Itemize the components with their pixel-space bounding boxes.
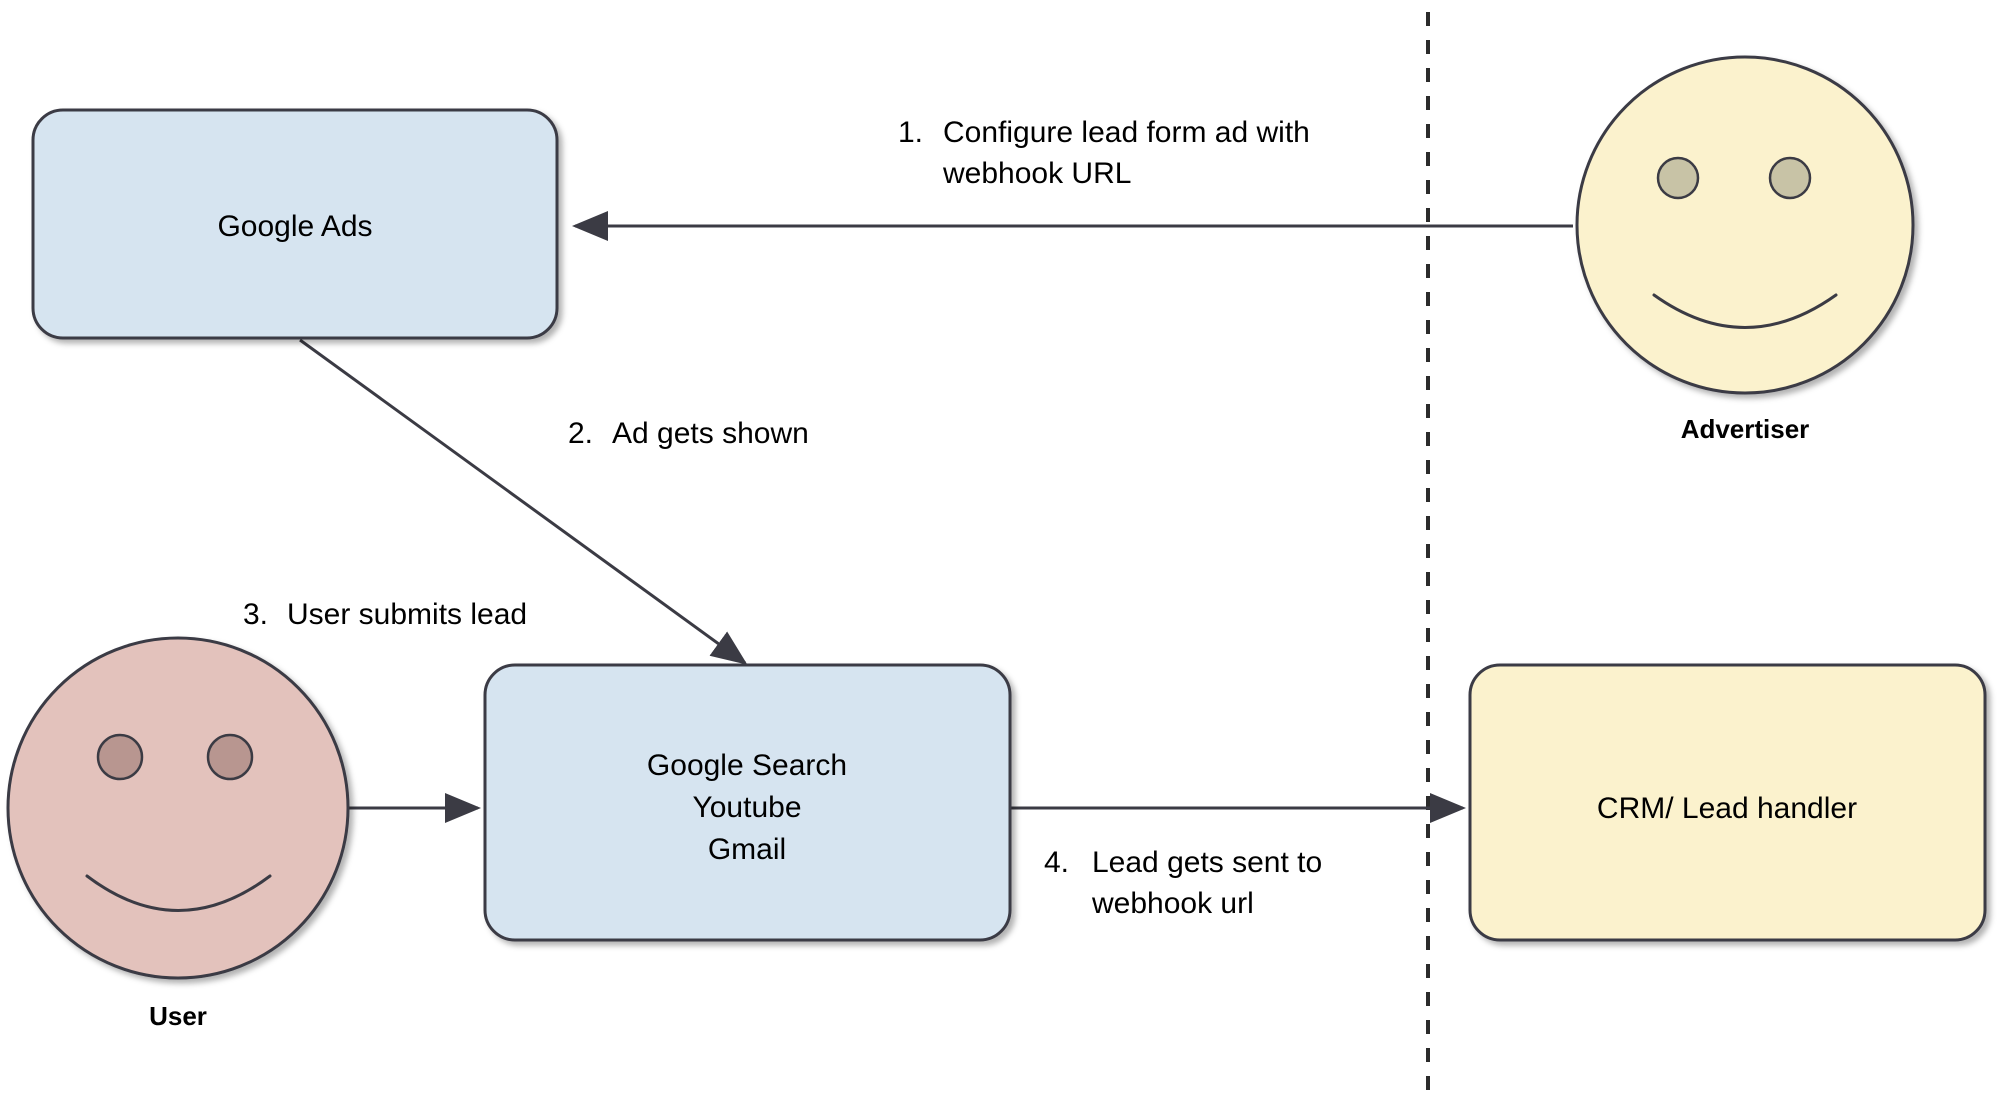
user-face-icon xyxy=(6,636,350,980)
edge-4-number: 4. xyxy=(1044,846,1069,879)
google-surfaces-box-shape xyxy=(483,663,1012,942)
crm-lead-handler-label: CRM/ Lead handler xyxy=(1597,792,1857,825)
edge-1-label-line-2: webhook URL xyxy=(942,157,1131,190)
advertiser-smile-icon xyxy=(1652,293,1838,329)
google-surfaces-line-2: Youtube xyxy=(692,791,801,824)
crm-lead-handler-box-shape xyxy=(1468,663,1987,942)
advertiser-actor[interactable]: Advertiser xyxy=(1575,55,1915,444)
advertiser-right-eye-icon xyxy=(1768,156,1812,200)
edge-1-label-line-1: Configure lead form ad with xyxy=(943,116,1310,149)
edge-1-number: 1. xyxy=(898,116,923,149)
edge-2-label-line-1: Ad gets shown xyxy=(612,417,809,450)
edge-google-ads-to-surfaces xyxy=(299,338,748,665)
user-actor-label: User xyxy=(149,1001,207,1031)
google-ads-box[interactable]: Google Ads xyxy=(31,108,559,340)
google-surfaces-line-3: Gmail xyxy=(708,833,786,866)
crm-lead-handler-box[interactable]: CRM/ Lead handler xyxy=(1468,663,1987,942)
edge-4-label-line-1: Lead gets sent to xyxy=(1092,846,1322,879)
google-ads-box-label: Google Ads xyxy=(217,210,372,243)
user-left-eye-icon xyxy=(96,733,144,781)
user-smile-icon xyxy=(85,874,272,912)
user-right-eye-icon xyxy=(206,733,254,781)
edge-4-label-line-2: webhook url xyxy=(1091,887,1254,920)
advertiser-actor-label: Advertiser xyxy=(1681,414,1810,444)
advertiser-face-icon xyxy=(1575,55,1915,395)
edge-1-label: 1. Configure lead form ad with webhook U… xyxy=(898,116,1310,190)
user-actor[interactable]: User xyxy=(6,636,350,1031)
google-ads-box-shape xyxy=(31,108,559,340)
edge-3-label-line-1: User submits lead xyxy=(287,598,527,631)
edge-3-number: 3. xyxy=(243,598,268,631)
edge-2-number: 2. xyxy=(568,417,593,450)
edge-4-label: 4. Lead gets sent to webhook url xyxy=(1044,846,1322,920)
google-surfaces-box[interactable]: Google Search Youtube Gmail xyxy=(483,663,1012,942)
google-surfaces-line-1: Google Search xyxy=(647,749,847,782)
edge-2-label: 2. Ad gets shown xyxy=(568,417,809,450)
edge-3-label: 3. User submits lead xyxy=(243,598,527,631)
advertiser-left-eye-icon xyxy=(1656,156,1700,200)
